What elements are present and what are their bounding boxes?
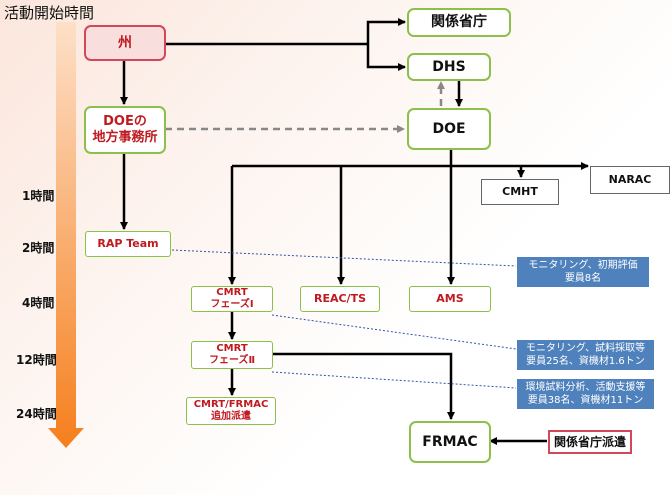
note-monitoring-sampling: モニタリング、試料採取等 要員25名、資機材1.6トン	[517, 340, 654, 370]
time-label-4h: 4時間	[22, 296, 55, 310]
time-label-24h: 24時間	[16, 407, 57, 421]
node-kankei-haken: 関係省庁派遣	[548, 430, 632, 454]
node-cmrt-phase1: CMRT フェーズⅠ	[191, 286, 273, 312]
node-ams: AMS	[409, 286, 491, 312]
node-frmac: FRMAC	[409, 421, 491, 463]
node-cmrt-frmac: CMRT/FRMAC 追加派遣	[186, 397, 276, 425]
time-label-12h: 12時間	[16, 353, 57, 367]
time-label-1h: 1時間	[22, 189, 55, 203]
node-doe: DOE	[407, 108, 491, 150]
time-label-2h: 2時間	[22, 241, 55, 255]
note-monitoring-initial: モニタリング、初期評価 要員8名	[517, 257, 649, 287]
node-reac-ts: REAC/TS	[300, 286, 380, 312]
timeline-arrow	[48, 22, 84, 448]
node-narac: NARAC	[590, 166, 670, 194]
node-state: 州	[84, 25, 166, 61]
node-cmrt-phase2: CMRT フェーズⅡ	[191, 341, 273, 369]
node-rap-team: RAP Team	[85, 231, 171, 257]
page-title: 活動開始時間	[4, 4, 95, 22]
node-kankei-shocho: 関係省庁	[407, 8, 511, 37]
note-environmental-analysis: 環境試料分析、活動支援等 要員38名、資機材11トン	[517, 379, 654, 409]
node-cmht: CMHT	[481, 179, 559, 205]
node-dhs: DHS	[407, 53, 491, 81]
node-doe-regional: DOEの 地方事務所	[84, 106, 166, 154]
